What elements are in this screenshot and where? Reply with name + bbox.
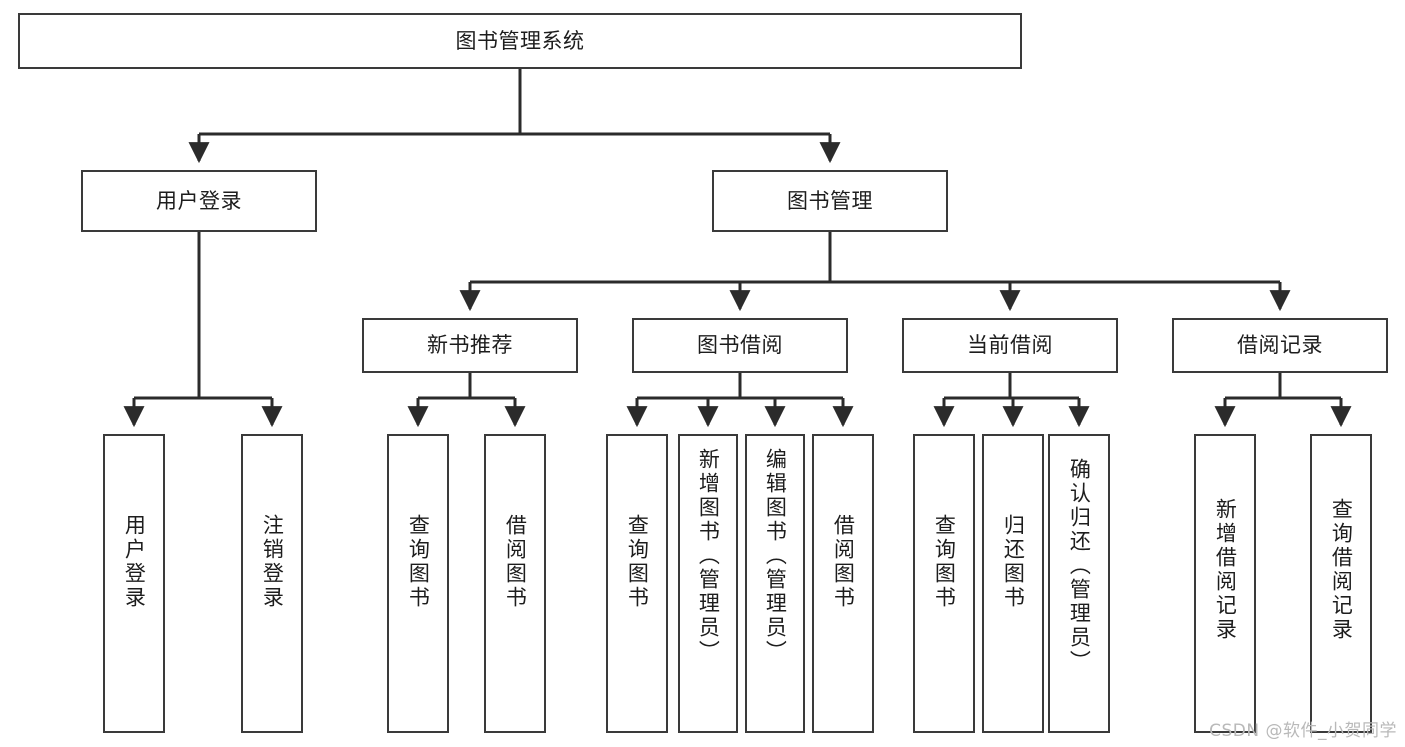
node-leaf-add-book[interactable]: 新增图书（管理员） xyxy=(678,434,738,733)
node-label: 新增借阅记录 xyxy=(1213,498,1238,642)
node-leaf-borrow-book-1[interactable]: 借阅图书 xyxy=(484,434,546,733)
node-book-borrow[interactable]: 图书借阅 xyxy=(632,318,848,373)
node-label: 图书管理系统 xyxy=(455,28,585,53)
node-new-book-recommend[interactable]: 新书推荐 xyxy=(362,318,578,373)
node-leaf-add-record[interactable]: 新增借阅记录 xyxy=(1194,434,1256,733)
node-book-manage[interactable]: 图书管理 xyxy=(712,170,948,232)
node-leaf-query-record[interactable]: 查询借阅记录 xyxy=(1310,434,1372,733)
node-leaf-user-login[interactable]: 用户登录 xyxy=(103,434,165,733)
node-leaf-query-book-1[interactable]: 查询图书 xyxy=(387,434,449,733)
node-label: 借阅图书 xyxy=(831,514,856,610)
node-borrow-record[interactable]: 借阅记录 xyxy=(1172,318,1388,373)
node-label: 确认归还（管理员） xyxy=(1067,458,1092,674)
node-label: 查询图书 xyxy=(406,514,431,610)
node-label: 查询图书 xyxy=(625,514,650,610)
node-label: 图书借阅 xyxy=(697,333,783,358)
node-label: 编辑图书（管理员） xyxy=(763,448,788,664)
node-label: 借阅图书 xyxy=(503,514,528,610)
node-root[interactable]: 图书管理系统 xyxy=(18,13,1022,69)
node-label: 归还图书 xyxy=(1001,514,1026,610)
node-label: 查询图书 xyxy=(932,514,957,610)
node-leaf-query-book-3[interactable]: 查询图书 xyxy=(913,434,975,733)
node-label: 当前借阅 xyxy=(967,333,1053,358)
node-label: 注销登录 xyxy=(260,514,285,610)
node-leaf-return-book[interactable]: 归还图书 xyxy=(982,434,1044,733)
node-label: 用户登录 xyxy=(122,514,147,610)
node-leaf-logout[interactable]: 注销登录 xyxy=(241,434,303,733)
node-leaf-borrow-book-2[interactable]: 借阅图书 xyxy=(812,434,874,733)
node-leaf-query-book-2[interactable]: 查询图书 xyxy=(606,434,668,733)
node-label: 新书推荐 xyxy=(427,333,513,358)
node-label: 新增图书（管理员） xyxy=(696,448,721,664)
node-label: 借阅记录 xyxy=(1237,333,1323,358)
node-label: 查询借阅记录 xyxy=(1329,498,1354,642)
node-current-borrow[interactable]: 当前借阅 xyxy=(902,318,1118,373)
node-user-login[interactable]: 用户登录 xyxy=(81,170,317,232)
watermark-text: CSDN @软件_小贺同学 xyxy=(1209,721,1397,741)
node-leaf-edit-book[interactable]: 编辑图书（管理员） xyxy=(745,434,805,733)
node-label: 图书管理 xyxy=(787,188,873,213)
node-label: 用户登录 xyxy=(156,188,242,213)
node-leaf-confirm-return[interactable]: 确认归还（管理员） xyxy=(1048,434,1110,733)
